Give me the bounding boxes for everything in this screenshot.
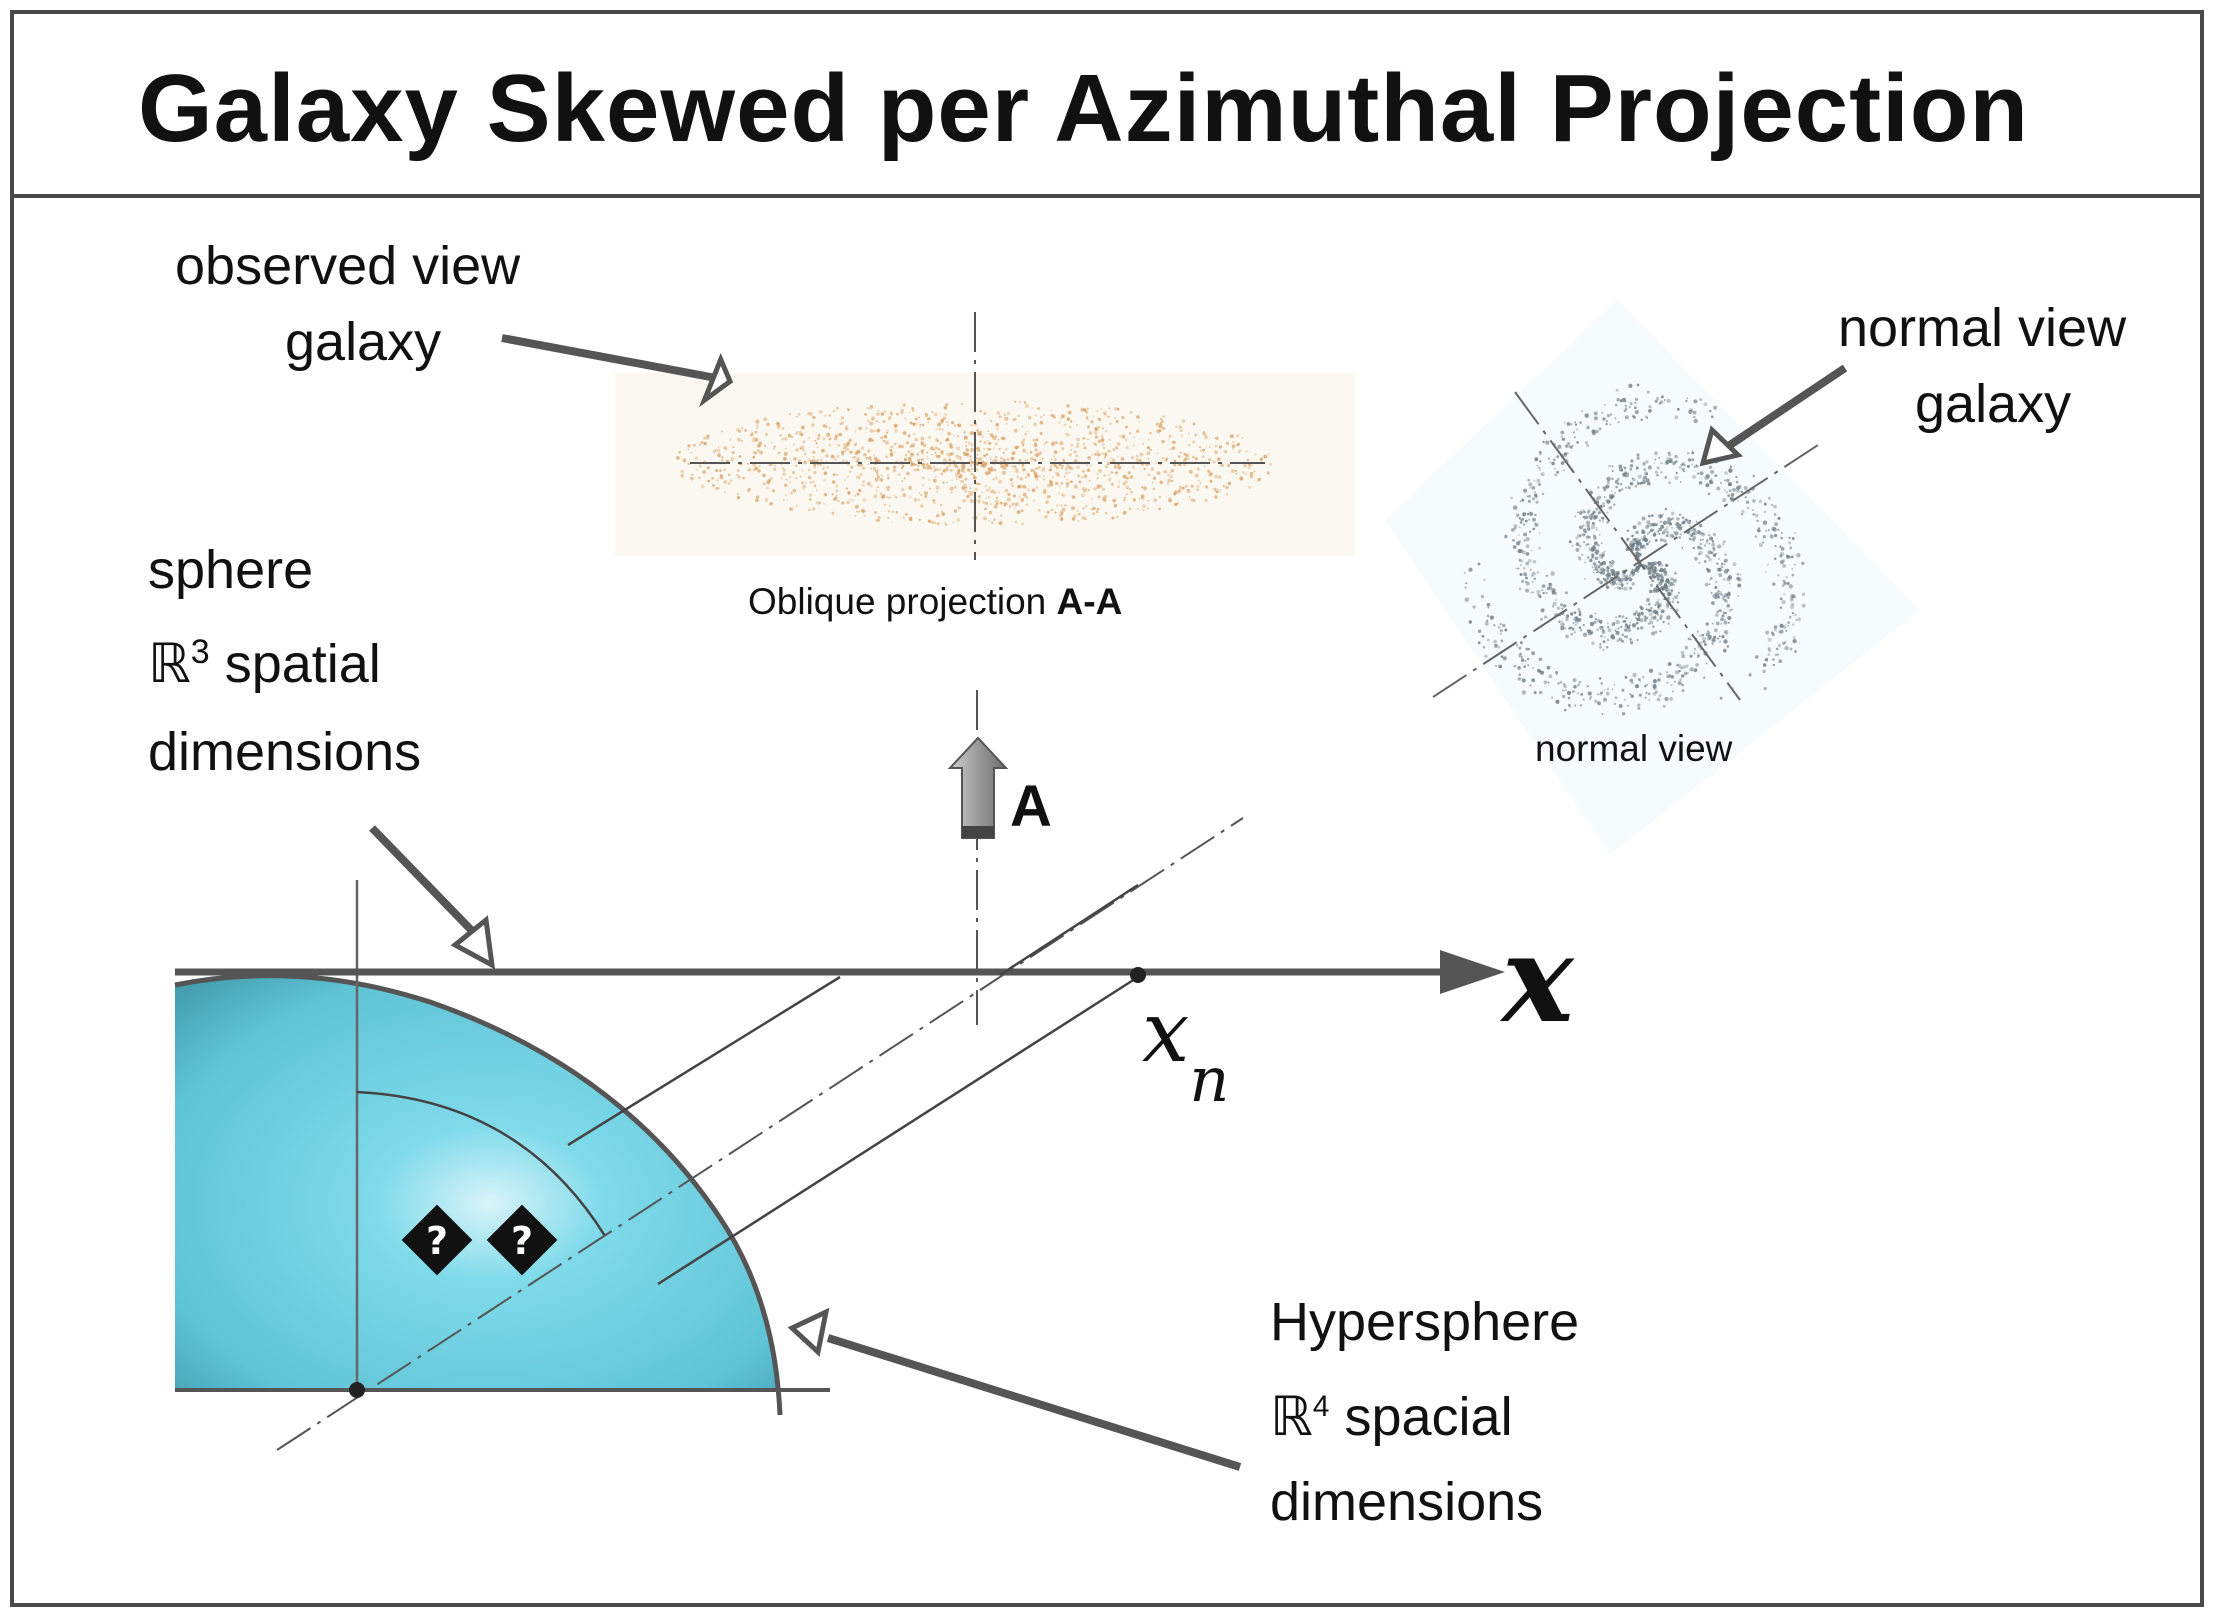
hyper-label-line3: dimensions	[1270, 1472, 1544, 1532]
hypersphere-callout-arrow	[787, 1307, 1242, 1471]
figure-frame	[10, 10, 2204, 1607]
oblique-caption: Oblique projection A-A	[748, 580, 1122, 624]
observed-label-line2: galaxy	[285, 312, 442, 372]
unknown-glyph-2: ?	[486, 1204, 558, 1276]
normal-galaxy-image	[1463, 383, 1806, 716]
hyper-label-line1: Hypersphere	[1270, 1292, 1580, 1352]
xn-subscript: n	[1189, 1042, 1230, 1116]
view-arrow-label: A	[1010, 774, 1052, 839]
oblique-ray-1	[567, 975, 841, 1147]
x-axis-arrowhead	[1440, 950, 1505, 994]
angle-arc	[356, 1090, 607, 1237]
sphere-label-line3: dimensions	[148, 722, 422, 782]
oblique-ray-2	[657, 975, 1139, 1286]
oblique-ray-3	[999, 883, 1139, 977]
observed-galaxy-image	[676, 400, 1272, 526]
r4-symbol: ℝ	[1270, 1385, 1313, 1448]
normal-label-line1: normal view	[1838, 298, 2127, 358]
oblique-caption-prefix: Oblique projection	[748, 581, 1057, 622]
hyper-label-line2: ℝ4 spacial	[1270, 1385, 1513, 1450]
r4-rest: spacial	[1329, 1387, 1513, 1447]
oblique-centerline-long	[276, 817, 1244, 1451]
r3-exponent: 3	[190, 633, 210, 671]
hypersphere-quarter-disk	[175, 975, 780, 1390]
view-arrow-a	[947, 736, 1009, 839]
xn-base: x	[1142, 983, 1190, 1081]
title-bar: Galaxy Skewed per Azimuthal Projection	[10, 10, 2204, 198]
oblique-caption-bold: A-A	[1056, 581, 1123, 622]
normal-callout-arrow	[1699, 364, 1848, 467]
normal-diagonal-centerline-2	[1514, 391, 1741, 701]
svg-text:?: ?	[426, 1219, 448, 1263]
normal-view-caption: normal view	[1535, 728, 1733, 769]
origin-point	[349, 1382, 365, 1398]
hypersphere-outline	[174, 973, 783, 1416]
normal-diagonal-centerline-1	[1432, 444, 1819, 698]
r3-rest: spatial	[209, 634, 381, 694]
sphere-label-line2: ℝ3 spatial	[148, 632, 381, 697]
unknown-glyph-1: ?	[401, 1204, 473, 1276]
observed-callout-arrow	[501, 334, 734, 408]
normal-label-line2: galaxy	[1915, 374, 2072, 434]
sphere-callout-arrow	[369, 825, 496, 970]
sphere-label-line1: sphere	[148, 540, 314, 600]
r4-exponent: 4	[1312, 1390, 1330, 1423]
r3-symbol: ℝ	[148, 632, 191, 695]
x-axis-label: x	[1502, 909, 1574, 1050]
observed-label-line1: observed view	[175, 236, 521, 296]
svg-text:?: ?	[511, 1219, 533, 1263]
page-title: Galaxy Skewed per Azimuthal Projection	[138, 55, 2030, 162]
xn-label: xn	[1142, 990, 1229, 1110]
xn-point	[1130, 967, 1146, 983]
